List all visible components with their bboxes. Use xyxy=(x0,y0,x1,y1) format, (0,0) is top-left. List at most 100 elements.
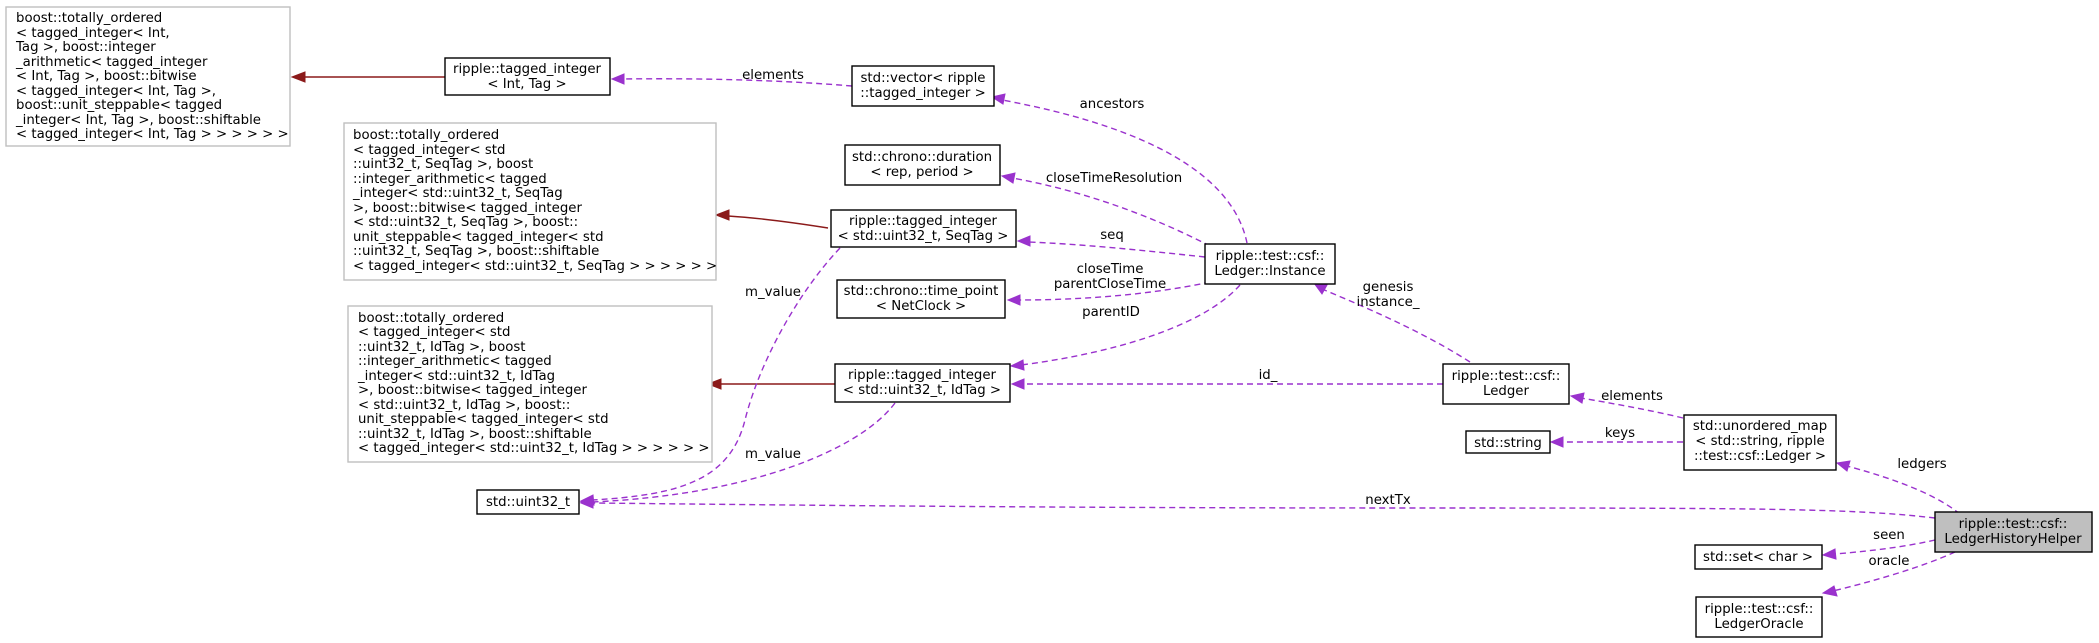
edge-label-id: id_ xyxy=(1259,368,1278,383)
node-tagged-integer-id[interactable]: ripple::tagged_integer < std::uint32_t, … xyxy=(834,363,1011,403)
node-label: < std::string, ripple xyxy=(1695,434,1824,449)
node-label: _integer< Int, Tag >, boost::shiftable xyxy=(15,113,261,128)
edge-label-m-value-seq: m_value xyxy=(745,285,801,300)
node-ledger-history-helper[interactable]: ripple::test::csf:: LedgerHistoryHelper xyxy=(1934,511,2093,553)
edge-label-seq: seq xyxy=(1100,228,1124,243)
node-label: std::chrono::time_point xyxy=(844,284,999,299)
edge-label-seen: seen xyxy=(1873,528,1905,543)
edge-close-time-resolution: closeTimeResolution xyxy=(1000,171,1211,247)
edge-label-m-value-id: m_value xyxy=(745,447,801,462)
node-label: ::tagged_integer > xyxy=(860,86,985,101)
node-label: < Int, Tag > xyxy=(487,77,566,92)
node-ledger[interactable]: ripple::test::csf:: Ledger xyxy=(1442,363,1570,405)
node-label: < tagged_integer< Int, Tag >, xyxy=(16,84,216,99)
edge-oracle: oracle xyxy=(1821,551,1956,597)
node-label: unit_steppable< tagged_integer< std xyxy=(358,412,609,427)
edge-elements-map: elements xyxy=(1569,389,1684,419)
edge-close-time: closeTime parentCloseTime xyxy=(1006,262,1211,306)
node-label: < tagged_integer< std::uint32_t, IdTag >… xyxy=(358,441,709,456)
node-label: Ledger xyxy=(1483,384,1529,399)
node-std-string[interactable]: std::string xyxy=(1465,430,1551,454)
edge-keys: keys xyxy=(1549,426,1683,448)
node-label: _integer< std::uint32_t, IdTag xyxy=(357,369,555,384)
node-label: std::unordered_map xyxy=(1693,419,1827,434)
node-label: < tagged_integer< std xyxy=(358,325,510,340)
edge-label-elements-vector: elements xyxy=(742,68,804,83)
node-std-vector[interactable]: std::vector< ripple ::tagged_integer > xyxy=(851,65,995,107)
edge-label-genesis: genesis xyxy=(1363,280,1414,295)
node-label: std::uint32_t xyxy=(486,495,570,510)
node-label: < std::uint32_t, SeqTag > xyxy=(838,229,1009,244)
node-unordered-map[interactable]: std::unordered_map < std::string, ripple… xyxy=(1683,414,1837,471)
node-label: < std::uint32_t, IdTag > xyxy=(843,383,1001,398)
node-chrono-time-point[interactable]: std::chrono::time_point < NetClock > xyxy=(836,279,1006,319)
edge-label-close-time: closeTime xyxy=(1077,262,1144,277)
node-label: < tagged_integer< Int, Tag > > > > > > xyxy=(16,127,289,142)
edge-genesis: genesis instance_ xyxy=(1312,280,1471,363)
edge-elements-vector: elements xyxy=(610,68,853,87)
node-label: ::integer_arithmetic< tagged xyxy=(358,354,552,369)
node-label: >, boost::bitwise< tagged_integer xyxy=(358,383,587,398)
node-label: LedgerOracle xyxy=(1714,617,1803,632)
edge-id: id_ xyxy=(1010,368,1443,390)
node-ledger-instance[interactable]: ripple::test::csf:: Ledger::Instance xyxy=(1204,243,1336,285)
node-label: ripple::tagged_integer xyxy=(453,62,602,77)
node-boost-seq[interactable]: boost::totally_ordered < tagged_integer<… xyxy=(343,122,717,281)
node-label: std::string xyxy=(1474,436,1542,451)
edge-label-next-tx: nextTx xyxy=(1365,493,1411,508)
node-label: LedgerHistoryHelper xyxy=(1944,532,2082,547)
edge-next-tx: nextTx xyxy=(579,493,1936,519)
edge-inherit-id xyxy=(706,378,835,390)
edge-ledgers: ledgers xyxy=(1835,457,1961,515)
edge-parent-id: parentID xyxy=(1009,284,1241,371)
node-label: _arithmetic< tagged_integer xyxy=(15,55,208,70)
node-label: ripple::test::csf:: xyxy=(1959,517,2068,532)
node-label: ::uint32_t, IdTag >, boost xyxy=(358,340,526,355)
node-label: < std::uint32_t, IdTag >, boost:: xyxy=(358,398,570,413)
node-chrono-duration[interactable]: std::chrono::duration < rep, period > xyxy=(844,144,1001,186)
node-label: < tagged_integer< std::uint32_t, SeqTag … xyxy=(353,259,717,274)
edge-seq: seq xyxy=(1016,228,1206,258)
node-label: < tagged_integer< Int, xyxy=(16,26,170,41)
node-ledger-oracle[interactable]: ripple::test::csf:: LedgerOracle xyxy=(1695,596,1823,638)
node-label: boost::totally_ordered xyxy=(358,311,504,326)
node-label: unit_steppable< tagged_integer< std xyxy=(353,230,604,245)
node-tagged-integer-seq[interactable]: ripple::tagged_integer < std::uint32_t, … xyxy=(830,209,1017,248)
edge-label-ledgers: ledgers xyxy=(1897,457,1946,472)
node-label: < rep, period > xyxy=(870,165,973,180)
node-label: ::uint32_t, SeqTag >, boost::shiftable xyxy=(353,244,599,259)
node-label: >, boost::bitwise< tagged_integer xyxy=(353,201,582,216)
node-label: < tagged_integer< std xyxy=(353,143,505,158)
node-label: boost::totally_ordered xyxy=(16,11,162,26)
node-label: ::integer_arithmetic< tagged xyxy=(353,172,547,187)
node-label: ripple::test::csf:: xyxy=(1452,369,1561,384)
node-label: Ledger::Instance xyxy=(1214,264,1325,279)
node-label: < std::uint32_t, SeqTag >, boost:: xyxy=(353,215,578,230)
node-label: ripple::test::csf:: xyxy=(1216,249,1325,264)
node-label: Tag >, boost::integer xyxy=(15,40,156,55)
edge-label-elements-map: elements xyxy=(1601,389,1663,404)
node-label: ripple::test::csf:: xyxy=(1705,602,1814,617)
node-label: ripple::tagged_integer xyxy=(848,368,997,383)
edge-inherit-int-tag xyxy=(290,71,445,83)
edge-label-keys: keys xyxy=(1605,426,1635,441)
edge-label-ancestors: ancestors xyxy=(1080,97,1145,112)
node-std-set-char[interactable]: std::set< char > xyxy=(1694,544,1823,570)
node-label: ::uint32_t, SeqTag >, boost xyxy=(353,157,533,172)
node-tagged-integer-int-tag[interactable]: ripple::tagged_integer < Int, Tag > xyxy=(444,57,611,96)
node-label: < NetClock > xyxy=(876,299,966,314)
edge-label-instance: instance_ xyxy=(1357,295,1420,310)
node-label: boost::totally_ordered xyxy=(353,128,499,143)
node-label: _integer< std::uint32_t, SeqTag xyxy=(352,186,563,201)
edge-label-parent-id: parentID xyxy=(1082,305,1140,320)
node-boost-id[interactable]: boost::totally_ordered < tagged_integer<… xyxy=(347,305,713,463)
edge-label-parent-close-time: parentCloseTime xyxy=(1054,277,1166,292)
edge-inherit-seq xyxy=(714,209,829,229)
node-label: std::chrono::duration xyxy=(852,150,992,165)
node-label: std::set< char > xyxy=(1703,550,1813,565)
edge-seen: seen xyxy=(1821,528,1936,560)
node-std-uint32[interactable]: std::uint32_t xyxy=(476,489,580,515)
node-boost-int-tag[interactable]: boost::totally_ordered < tagged_integer<… xyxy=(5,6,291,147)
node-label: ::test::csf::Ledger > xyxy=(1694,449,1826,464)
